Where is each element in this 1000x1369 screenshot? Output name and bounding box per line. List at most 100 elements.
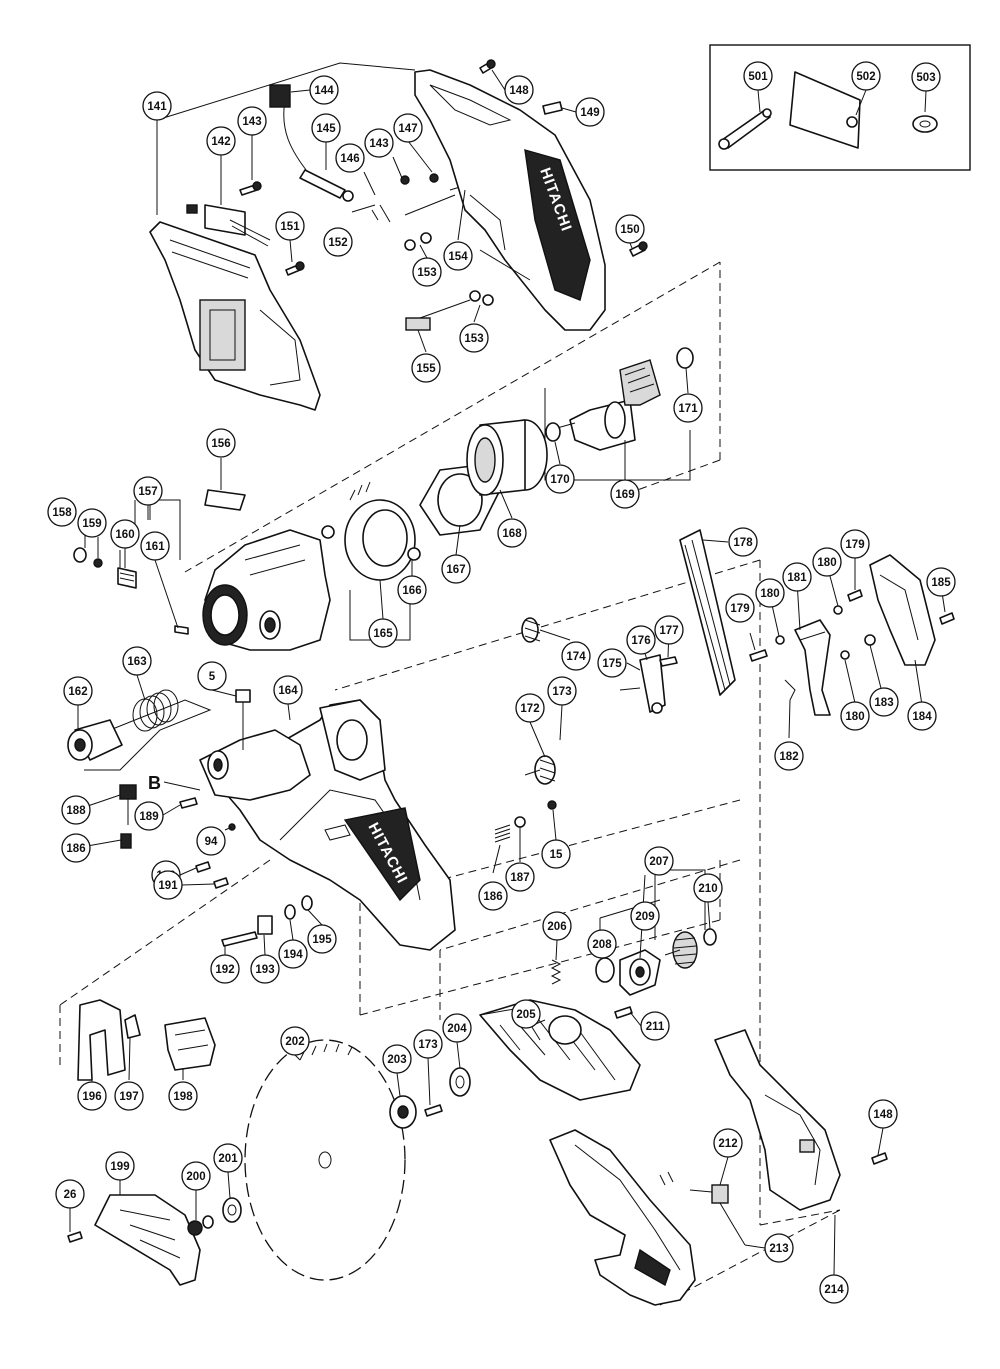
callout-194: 194 xyxy=(278,939,308,969)
cover-plate-part xyxy=(789,71,861,149)
svg-text:195: 195 xyxy=(312,934,332,946)
svg-text:175: 175 xyxy=(602,658,622,670)
lower-arm-cover xyxy=(549,1129,696,1306)
svg-text:189: 189 xyxy=(139,811,158,823)
svg-text:162: 162 xyxy=(68,686,87,698)
callout-172: 172 xyxy=(515,693,545,723)
brush-cap-parts xyxy=(73,547,189,635)
svg-text:166: 166 xyxy=(402,585,421,597)
svg-text:94: 94 xyxy=(205,836,218,848)
svg-text:170: 170 xyxy=(550,474,569,486)
svg-text:164: 164 xyxy=(278,685,298,697)
svg-text:148: 148 xyxy=(873,1109,893,1121)
callout-154: 154 xyxy=(443,241,473,271)
blade-flange-203 xyxy=(389,1095,417,1129)
callout-182: 182 xyxy=(774,741,804,771)
guard-links xyxy=(749,589,876,716)
svg-text:143: 143 xyxy=(242,116,261,128)
svg-text:202: 202 xyxy=(285,1036,304,1048)
svg-text:208: 208 xyxy=(592,939,612,951)
svg-text:503: 503 xyxy=(916,72,935,84)
svg-text:198: 198 xyxy=(173,1091,193,1103)
svg-text:158: 158 xyxy=(52,507,72,519)
washer-204 xyxy=(449,1067,471,1097)
callout-184: 184 xyxy=(907,701,937,731)
svg-text:143: 143 xyxy=(369,138,388,150)
callout-170: 170 xyxy=(545,464,575,494)
callout-171: 171 xyxy=(673,393,703,423)
callout-178: 178 xyxy=(728,527,758,557)
svg-text:147: 147 xyxy=(398,123,417,135)
callout-202: 202 xyxy=(280,1026,310,1056)
callout-173: 173 xyxy=(413,1029,443,1059)
svg-text:144: 144 xyxy=(314,85,334,97)
callout-173: 173 xyxy=(547,676,577,706)
motor-housing xyxy=(202,529,331,651)
svg-text:209: 209 xyxy=(635,911,654,923)
callout-153: 153 xyxy=(412,257,442,287)
callout-5: 5 xyxy=(197,661,227,691)
armature xyxy=(549,359,661,451)
pivot-parts xyxy=(221,895,313,947)
callout-207: 207 xyxy=(644,846,674,876)
spindle-lock-parts xyxy=(494,800,557,843)
washer-part xyxy=(912,115,938,133)
pivot-arm xyxy=(199,729,311,801)
svg-text:157: 157 xyxy=(138,486,157,498)
callout-214: 214 xyxy=(819,1274,849,1304)
callout-213: 213 xyxy=(764,1233,794,1263)
svg-text:201: 201 xyxy=(218,1153,238,1165)
callout-149: 149 xyxy=(575,97,605,127)
svg-text:186: 186 xyxy=(483,891,502,903)
callout-148: 148 xyxy=(504,75,534,105)
callout-94: 94 xyxy=(196,826,226,856)
svg-text:180: 180 xyxy=(845,711,864,723)
svg-text:149: 149 xyxy=(580,107,599,119)
screw-148b xyxy=(871,1152,888,1165)
callout-163: 163 xyxy=(122,646,152,676)
svg-text:182: 182 xyxy=(779,751,798,763)
callout-501: 501 xyxy=(743,61,773,91)
callout-151: 151 xyxy=(275,211,305,241)
svg-text:146: 146 xyxy=(340,153,359,165)
svg-text:185: 185 xyxy=(931,577,951,589)
svg-text:154: 154 xyxy=(448,251,468,263)
callout-503: 503 xyxy=(911,62,941,92)
callout-147: 147 xyxy=(393,113,423,143)
callout-146: 146 xyxy=(335,143,365,173)
callout-179: 179 xyxy=(725,593,755,623)
callout-188: 188 xyxy=(61,795,91,825)
callout-183: 183 xyxy=(869,687,899,717)
torsion-spring xyxy=(132,689,179,732)
svg-text:150: 150 xyxy=(620,224,639,236)
svg-text:174: 174 xyxy=(566,651,586,663)
svg-text:26: 26 xyxy=(64,1189,77,1201)
callout-150: 150 xyxy=(615,214,645,244)
small-screws-top xyxy=(239,59,648,306)
svg-text:192: 192 xyxy=(215,964,234,976)
svg-text:169: 169 xyxy=(615,489,634,501)
leader-lines xyxy=(69,69,946,1276)
callout-143: 143 xyxy=(237,106,267,136)
callout-177: 177 xyxy=(654,615,684,645)
callout-204: 204 xyxy=(442,1013,472,1043)
callout-209: 209 xyxy=(630,901,660,931)
svg-text:207: 207 xyxy=(649,856,668,868)
svg-text:15: 15 xyxy=(550,849,563,861)
gear-assembly xyxy=(595,928,717,1019)
callout-141: 141 xyxy=(142,91,172,121)
svg-text:168: 168 xyxy=(502,528,522,540)
svg-text:214: 214 xyxy=(824,1284,844,1296)
callout-208: 208 xyxy=(587,929,617,959)
callout-502: 502 xyxy=(851,61,881,91)
svg-text:177: 177 xyxy=(659,625,678,637)
svg-text:196: 196 xyxy=(82,1091,101,1103)
spring-housing xyxy=(67,719,123,761)
callout-26: 26 xyxy=(55,1179,85,1209)
callout-201: 201 xyxy=(213,1143,243,1173)
svg-text:200: 200 xyxy=(186,1171,205,1183)
svg-text:502: 502 xyxy=(856,71,875,83)
svg-text:145: 145 xyxy=(316,123,336,135)
brush-brackets xyxy=(77,999,216,1081)
callout-161: 161 xyxy=(140,531,170,561)
